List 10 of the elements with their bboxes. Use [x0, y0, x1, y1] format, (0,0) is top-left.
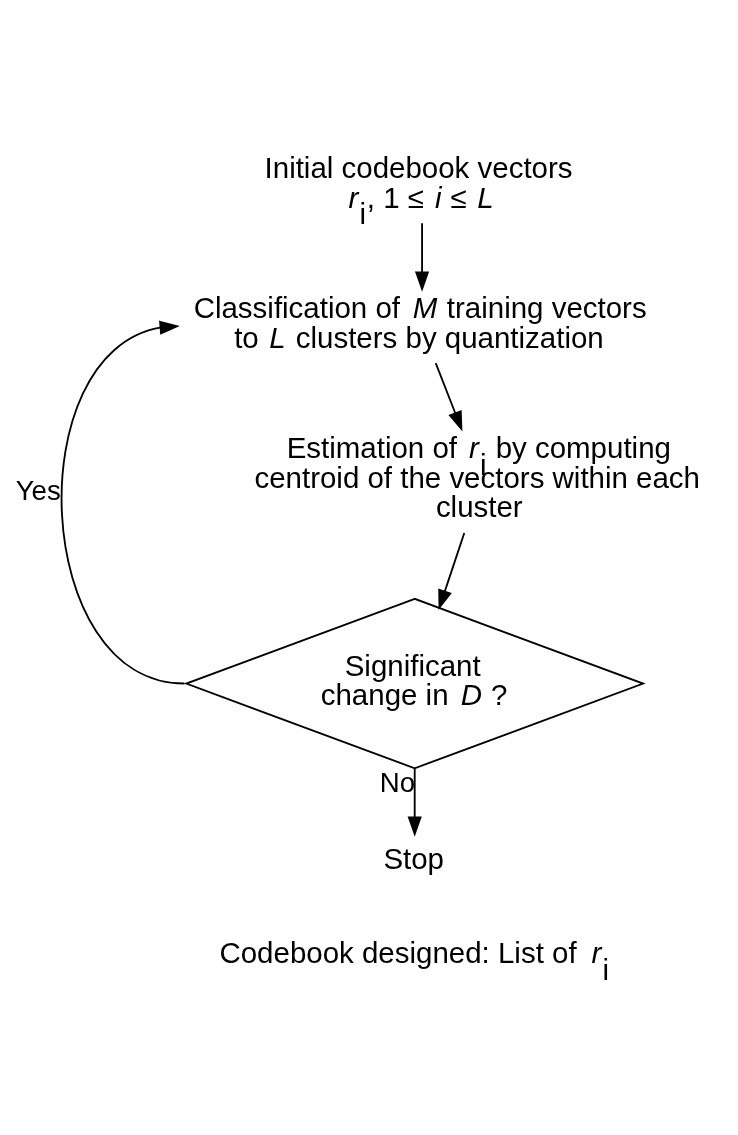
node-text: Classification of M training vectors to L clusters by quantization — [193, 291, 647, 354]
arrow — [407, 767, 422, 837]
arrow — [438, 532, 466, 611]
arrow — [414, 222, 430, 292]
node-diamond: Significant change in D ? — [183, 597, 646, 770]
arrow — [434, 362, 463, 432]
edge-label: No — [379, 767, 415, 799]
arrow — [61, 320, 186, 685]
edge-label: Yes — [15, 474, 61, 506]
node-text: Stop — [383, 842, 445, 876]
